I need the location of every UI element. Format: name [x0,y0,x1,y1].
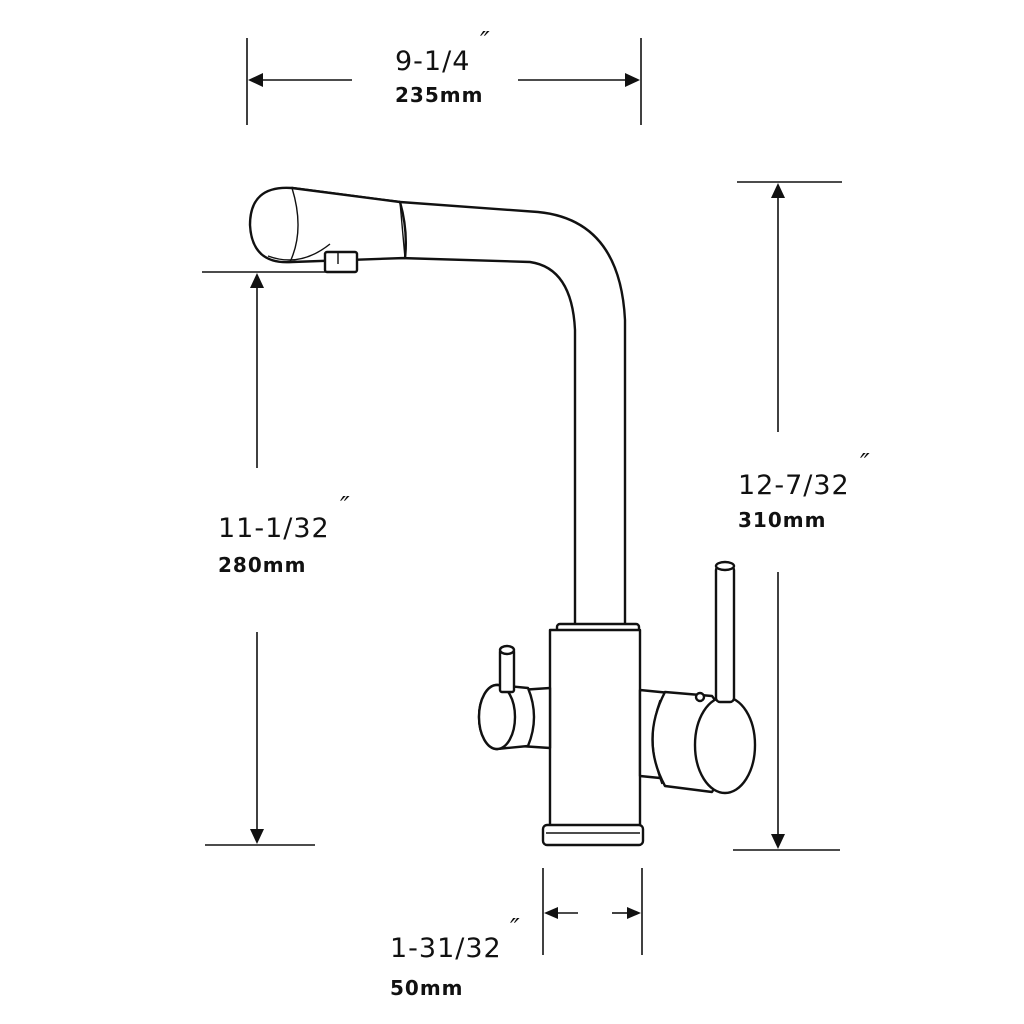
arrowhead-down [250,829,264,844]
right-handle-indicator [694,691,706,703]
left-handle-lever-cap [498,644,516,656]
dimension-total-height: 12-7/32 ″ 310mm [733,181,870,851]
right-handle-lever [714,564,736,704]
arrowhead-up [771,183,785,198]
dimension-spout-height: 11-1/32 ″ 280mm [202,271,350,846]
total-height-inch-label: 12-7/32 [738,470,850,501]
spout-reach-inch-mark: ″ [480,27,490,57]
total-height-inch-mark: ″ [860,449,870,479]
arrowhead-left [544,907,558,919]
faucet-body [548,628,642,832]
dimension-base-diameter: 1-31/32 ″ 50mm [390,868,643,1000]
arrowhead-up [250,273,264,288]
spout-head-edge [289,187,299,263]
spout-reach-mm-label: 235mm [395,83,483,107]
left-handle-lever [498,648,516,694]
arrowhead-down [771,834,785,849]
total-height-mm-label: 310mm [738,508,826,532]
arrowhead-right [627,907,641,919]
base-diameter-mm-label: 50mm [390,976,464,1000]
spout-head-tip [267,243,331,261]
spout-height-inch-label: 11-1/32 [218,513,330,544]
filter-button [323,250,359,274]
faucet-illustration [248,186,757,847]
spout-height-inch-mark: ″ [340,492,350,522]
spout-reach-inch-label: 9-1/4 [395,46,470,77]
right-handle-face [693,695,757,795]
spout-head [248,186,408,264]
arrowhead-right [625,73,640,87]
spout-height-mm-label: 280mm [218,553,306,577]
right-handle-ring [652,699,663,785]
base-diameter-inch-label: 1-31/32 [390,933,502,964]
spout-joint-line [399,201,406,259]
right-handle-lever-cap [714,560,736,572]
arrowhead-left [248,73,263,87]
dimension-spout-reach: 9-1/4 ″ 235mm [246,27,642,125]
left-handle-face [477,683,517,751]
faucet-base [541,823,645,847]
base-diameter-inch-mark: ″ [510,914,520,944]
